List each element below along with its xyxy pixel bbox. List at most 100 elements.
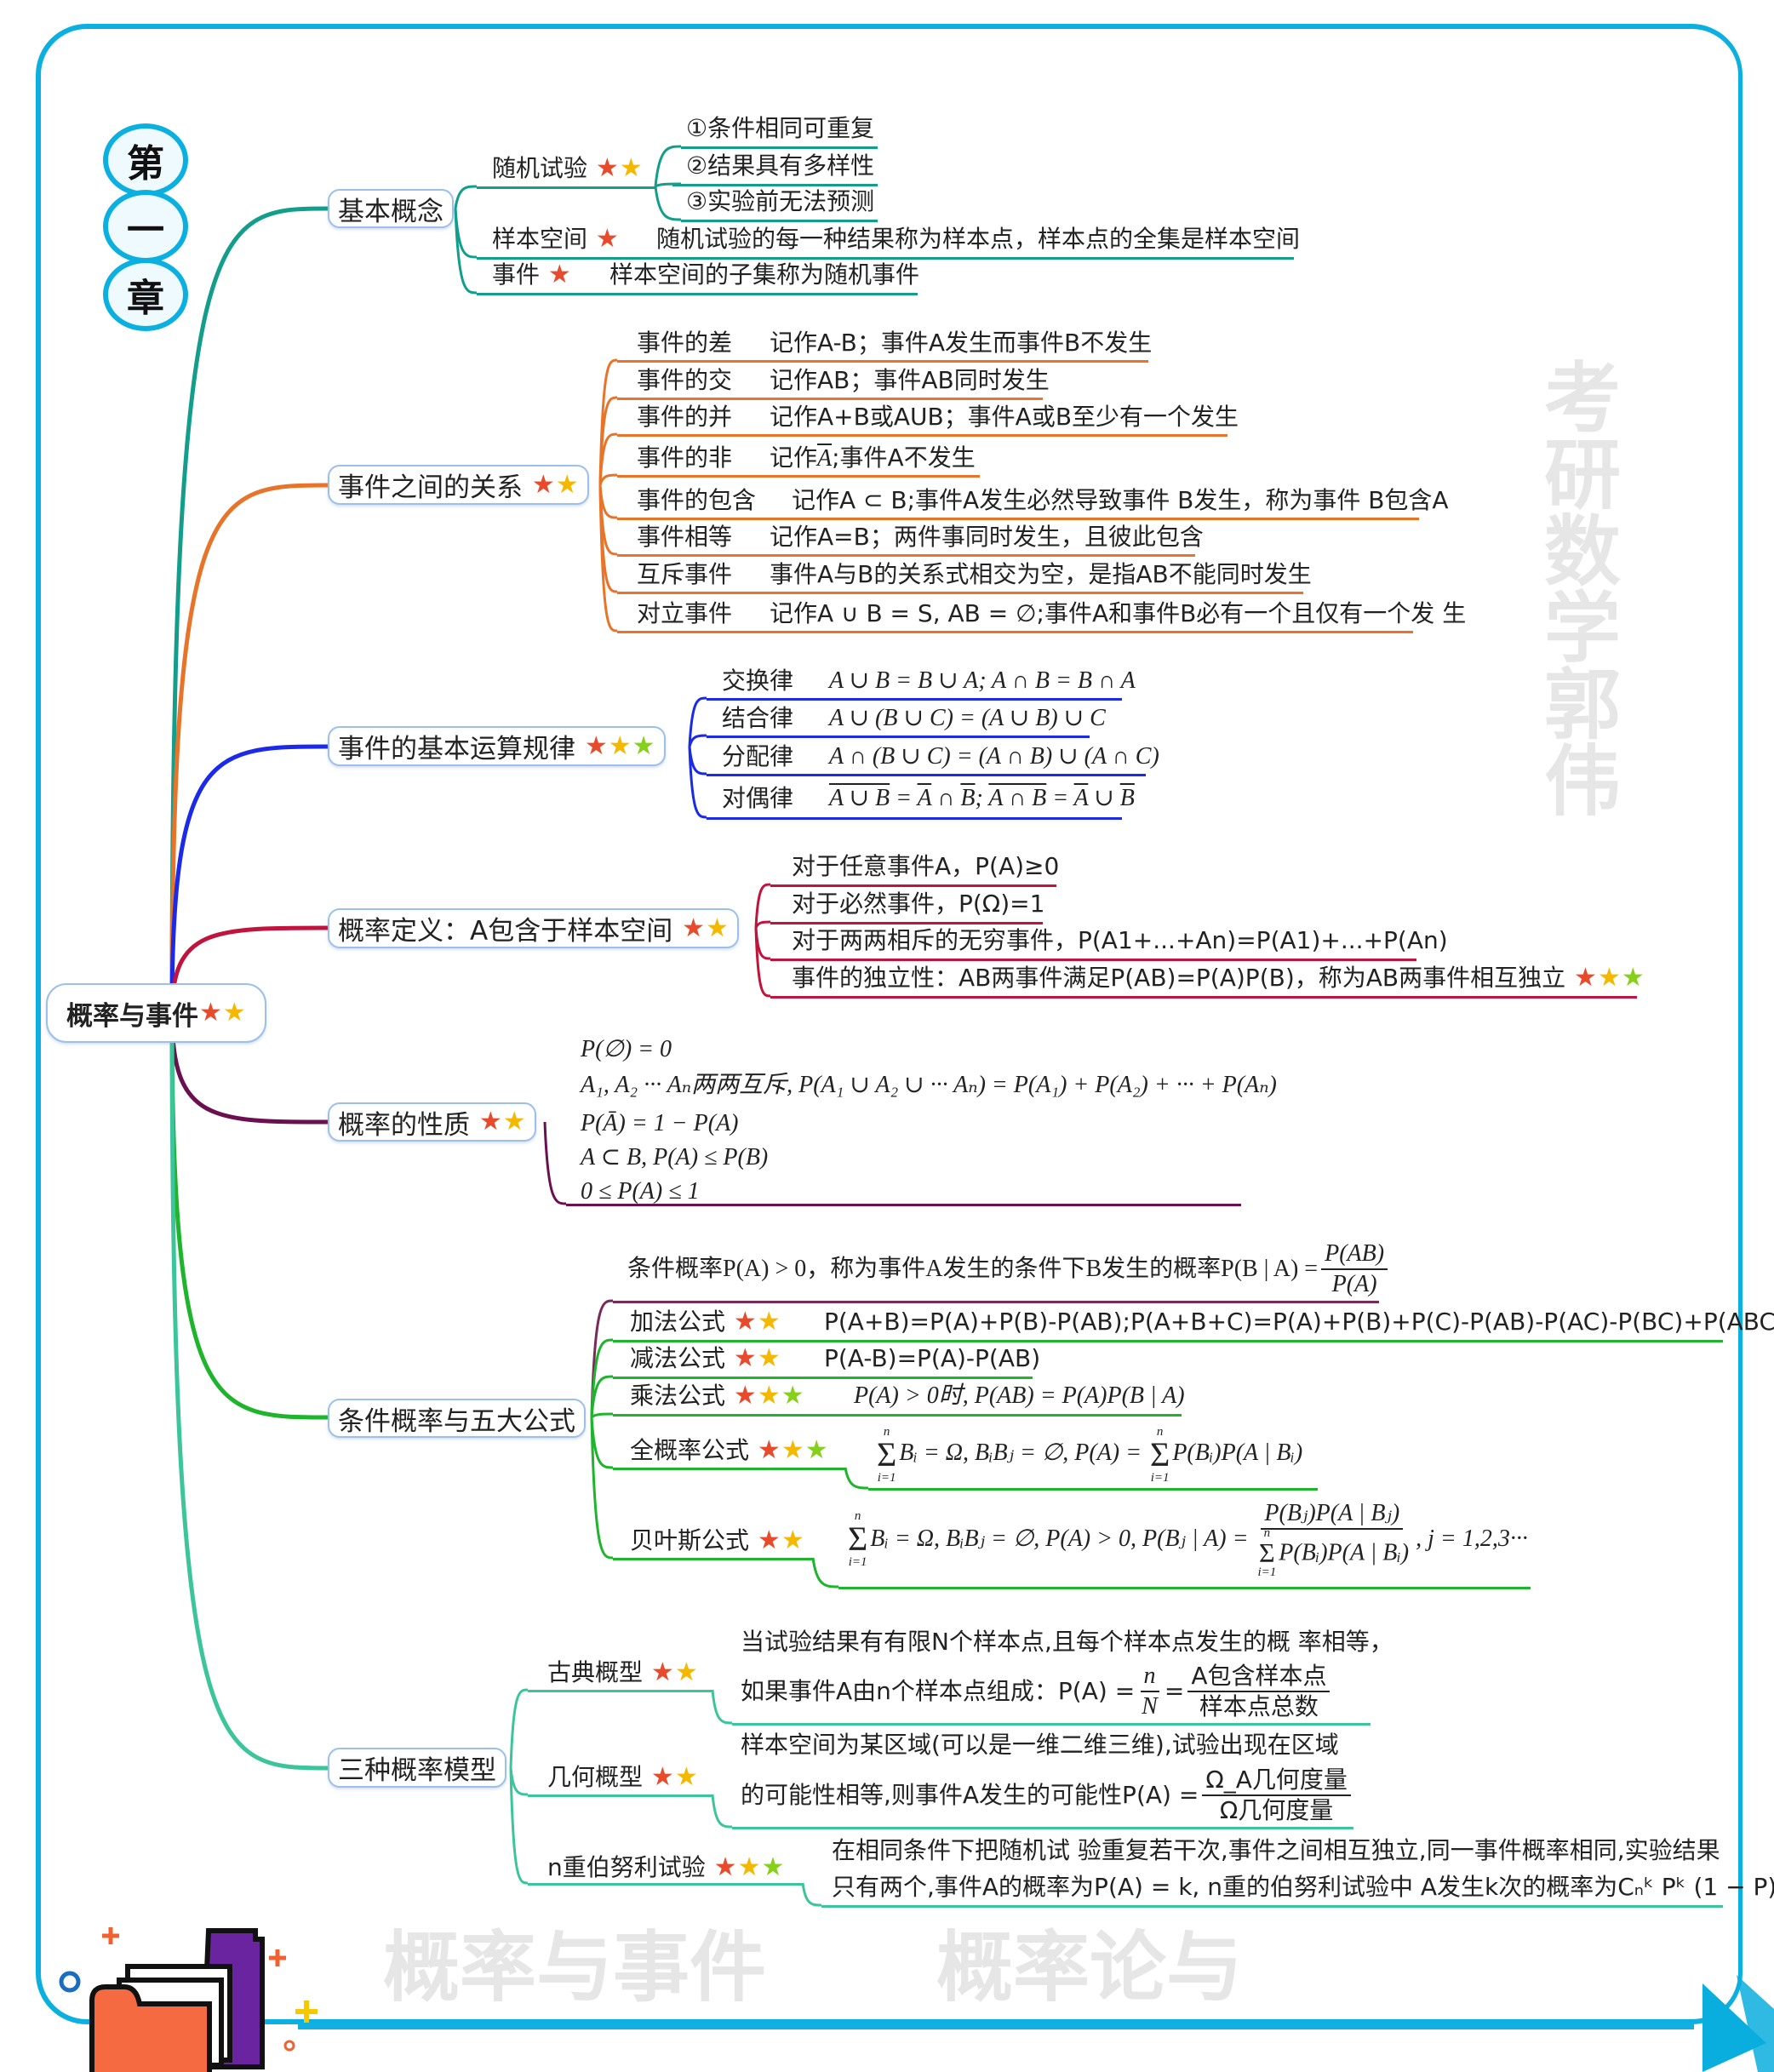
branch-event-relations[interactable]: 事件之间的关系 ★★ bbox=[328, 465, 589, 505]
leaf-label[interactable]: 对立事件 bbox=[637, 599, 733, 627]
branch-connector bbox=[169, 206, 329, 1015]
leaf-label[interactable]: 交换律 bbox=[722, 667, 794, 695]
leaf-label[interactable]: 事件相等 bbox=[637, 523, 733, 551]
leaf-label[interactable]: 事件的并 bbox=[637, 403, 733, 431]
leaf-random-trial[interactable]: 随机试验 ★★ bbox=[492, 153, 643, 184]
star-icon: ★ bbox=[781, 1435, 804, 1465]
leaf-label[interactable]: 结合律 bbox=[722, 704, 794, 732]
fraction-denominator: Ω几何度量 bbox=[1219, 1796, 1334, 1824]
fraction-denominator: P(A) bbox=[1331, 1271, 1377, 1297]
leaf-text: 事件A与B的关系式相交为空，是指AB不能同时发生 bbox=[770, 560, 1312, 588]
leaf-label[interactable]: 事件的包含 bbox=[637, 486, 757, 514]
leaf-bernoulli-trial[interactable]: n重伯努利试验 ★★★ bbox=[547, 1852, 784, 1883]
star-icon: ★ bbox=[757, 1343, 781, 1373]
branch-connector bbox=[169, 744, 329, 1015]
underline bbox=[613, 1468, 845, 1470]
underline bbox=[477, 186, 655, 189]
connector bbox=[590, 1338, 614, 1418]
formula-part: ; bbox=[975, 785, 989, 811]
underline bbox=[613, 1377, 1033, 1379]
leaf-event[interactable]: 事件 ★ bbox=[492, 260, 571, 290]
formula: A ∪ B = A ∩ B; A ∩ B = A ∪ B bbox=[829, 783, 1135, 814]
underline bbox=[868, 1488, 1318, 1491]
connector bbox=[590, 1412, 614, 1419]
star-icon: ★ bbox=[757, 1435, 781, 1465]
leaf-label: n重伯努利试验 bbox=[547, 1853, 706, 1881]
leaf-label: 样本空间 bbox=[492, 225, 588, 253]
branch-label: 条件概率与五大公式 bbox=[338, 1405, 575, 1437]
sigma-icon: Σ bbox=[1150, 1434, 1170, 1474]
star-icon: ★ bbox=[674, 1762, 698, 1792]
underline bbox=[681, 220, 878, 222]
underline bbox=[672, 184, 878, 186]
leaf-subtraction[interactable]: 减法公式 ★★ bbox=[630, 1343, 781, 1374]
branch-probability-models[interactable]: 三种概率模型 bbox=[328, 1748, 506, 1788]
leaf-text: 随机试验的每一种结果称为样本点，样本点的全集是样本空间 bbox=[656, 225, 1301, 253]
leaf-label[interactable]: 对偶律 bbox=[722, 784, 794, 812]
star-icon: ★ bbox=[757, 1307, 781, 1336]
leaf-text: 记作A-B；事件A发生而事件B不发生 bbox=[770, 329, 1153, 357]
underline bbox=[617, 592, 1303, 594]
star-icon: ★ bbox=[595, 153, 619, 183]
branch-operation-laws[interactable]: 事件的基本运算规律 ★★★ bbox=[328, 726, 666, 766]
underline bbox=[681, 146, 878, 149]
connector bbox=[454, 208, 478, 295]
connector bbox=[454, 185, 478, 209]
star-icon: ★ bbox=[595, 224, 619, 254]
leaf-text: 样本空间为某区域(可以是一维二维三维),试验出现在区域 bbox=[741, 1731, 1339, 1759]
connector bbox=[598, 484, 618, 632]
leaf-multiplication[interactable]: 乘法公式 ★★★ bbox=[630, 1381, 804, 1411]
star-icon: ★ bbox=[584, 730, 608, 761]
star-icon: ★ bbox=[733, 1343, 757, 1373]
leaf-geometric-model[interactable]: 几何概型 ★★ bbox=[547, 1762, 698, 1793]
formula: P(∅) = 0 bbox=[581, 1036, 672, 1062]
branch-basic-concepts[interactable]: 基本概念 bbox=[328, 189, 454, 228]
leaf-label[interactable]: 事件的交 bbox=[637, 366, 733, 394]
leaf-total-probability[interactable]: 全概率公式 ★★★ bbox=[630, 1435, 828, 1466]
fraction-denominator: P(Bᵢ)P(A | Bᵢ) bbox=[1279, 1539, 1410, 1566]
branch-probability-properties[interactable]: 概率的性质 ★★ bbox=[328, 1102, 536, 1142]
connector bbox=[688, 746, 707, 776]
branch-conditional-probability[interactable]: 条件概率与五大公式 bbox=[328, 1399, 586, 1438]
fraction-numerator: Ω_A几何度量 bbox=[1202, 1766, 1351, 1796]
sum-lower: i=1 bbox=[877, 1470, 896, 1485]
sigma-icon: Σ bbox=[877, 1434, 897, 1474]
formula: A₁, A₂ ··· Aₙ两两互斥, P(A₁ ∪ A₂ ∪ ··· Aₙ) =… bbox=[581, 1072, 1277, 1098]
underline bbox=[617, 398, 1043, 400]
leaf-classical-model[interactable]: 古典概型 ★★ bbox=[547, 1657, 698, 1688]
folder-icon bbox=[59, 1927, 318, 2072]
sum-lower: i=1 bbox=[848, 1555, 867, 1569]
leaf-label[interactable]: 事件的非 bbox=[637, 444, 733, 472]
connector bbox=[754, 927, 771, 998]
leaf-label: 事件 bbox=[492, 260, 541, 289]
connector bbox=[754, 883, 771, 929]
formula-part: ∩ bbox=[931, 785, 961, 811]
star-icon: ★ bbox=[757, 1525, 781, 1555]
underline bbox=[838, 1587, 1531, 1589]
branch-probability-definition[interactable]: 概率定义：A包含于样本空间 ★★ bbox=[328, 908, 739, 948]
chapter-bubble: 章 bbox=[103, 258, 188, 331]
formula-part: 如果事件A由n个样本点组成：P(A) = bbox=[741, 1677, 1136, 1705]
leaf-text: 记作AB；事件AB同时发生 bbox=[770, 366, 1050, 394]
underline bbox=[707, 736, 1090, 738]
leaf-label: 全概率公式 bbox=[630, 1436, 750, 1464]
formula-part: A bbox=[917, 785, 932, 811]
fraction-denominator: 样本点总数 bbox=[1199, 1692, 1319, 1720]
leaf-sample-space[interactable]: 样本空间 ★ bbox=[492, 224, 619, 255]
sum-upper: n bbox=[1263, 1526, 1271, 1540]
leaf-label[interactable]: 事件的差 bbox=[637, 329, 733, 357]
star-icon: ★ bbox=[733, 1307, 757, 1336]
connector bbox=[654, 186, 682, 221]
star-icon: ★ bbox=[674, 1657, 698, 1687]
formula-part: Bᵢ = Ω, BᵢBⱼ = ∅, P(A) = bbox=[899, 1440, 1142, 1466]
root-node[interactable]: 概率与事件 ★★ bbox=[46, 983, 266, 1043]
formula-part: , j = 1,2,3··· bbox=[1416, 1525, 1528, 1552]
leaf-label[interactable]: 互斥事件 bbox=[637, 560, 733, 588]
leaf-addition[interactable]: 加法公式 ★★ bbox=[630, 1307, 781, 1337]
leaf-bayes[interactable]: 贝叶斯公式 ★★ bbox=[630, 1525, 804, 1556]
leaf-label[interactable]: 分配律 bbox=[722, 742, 794, 770]
